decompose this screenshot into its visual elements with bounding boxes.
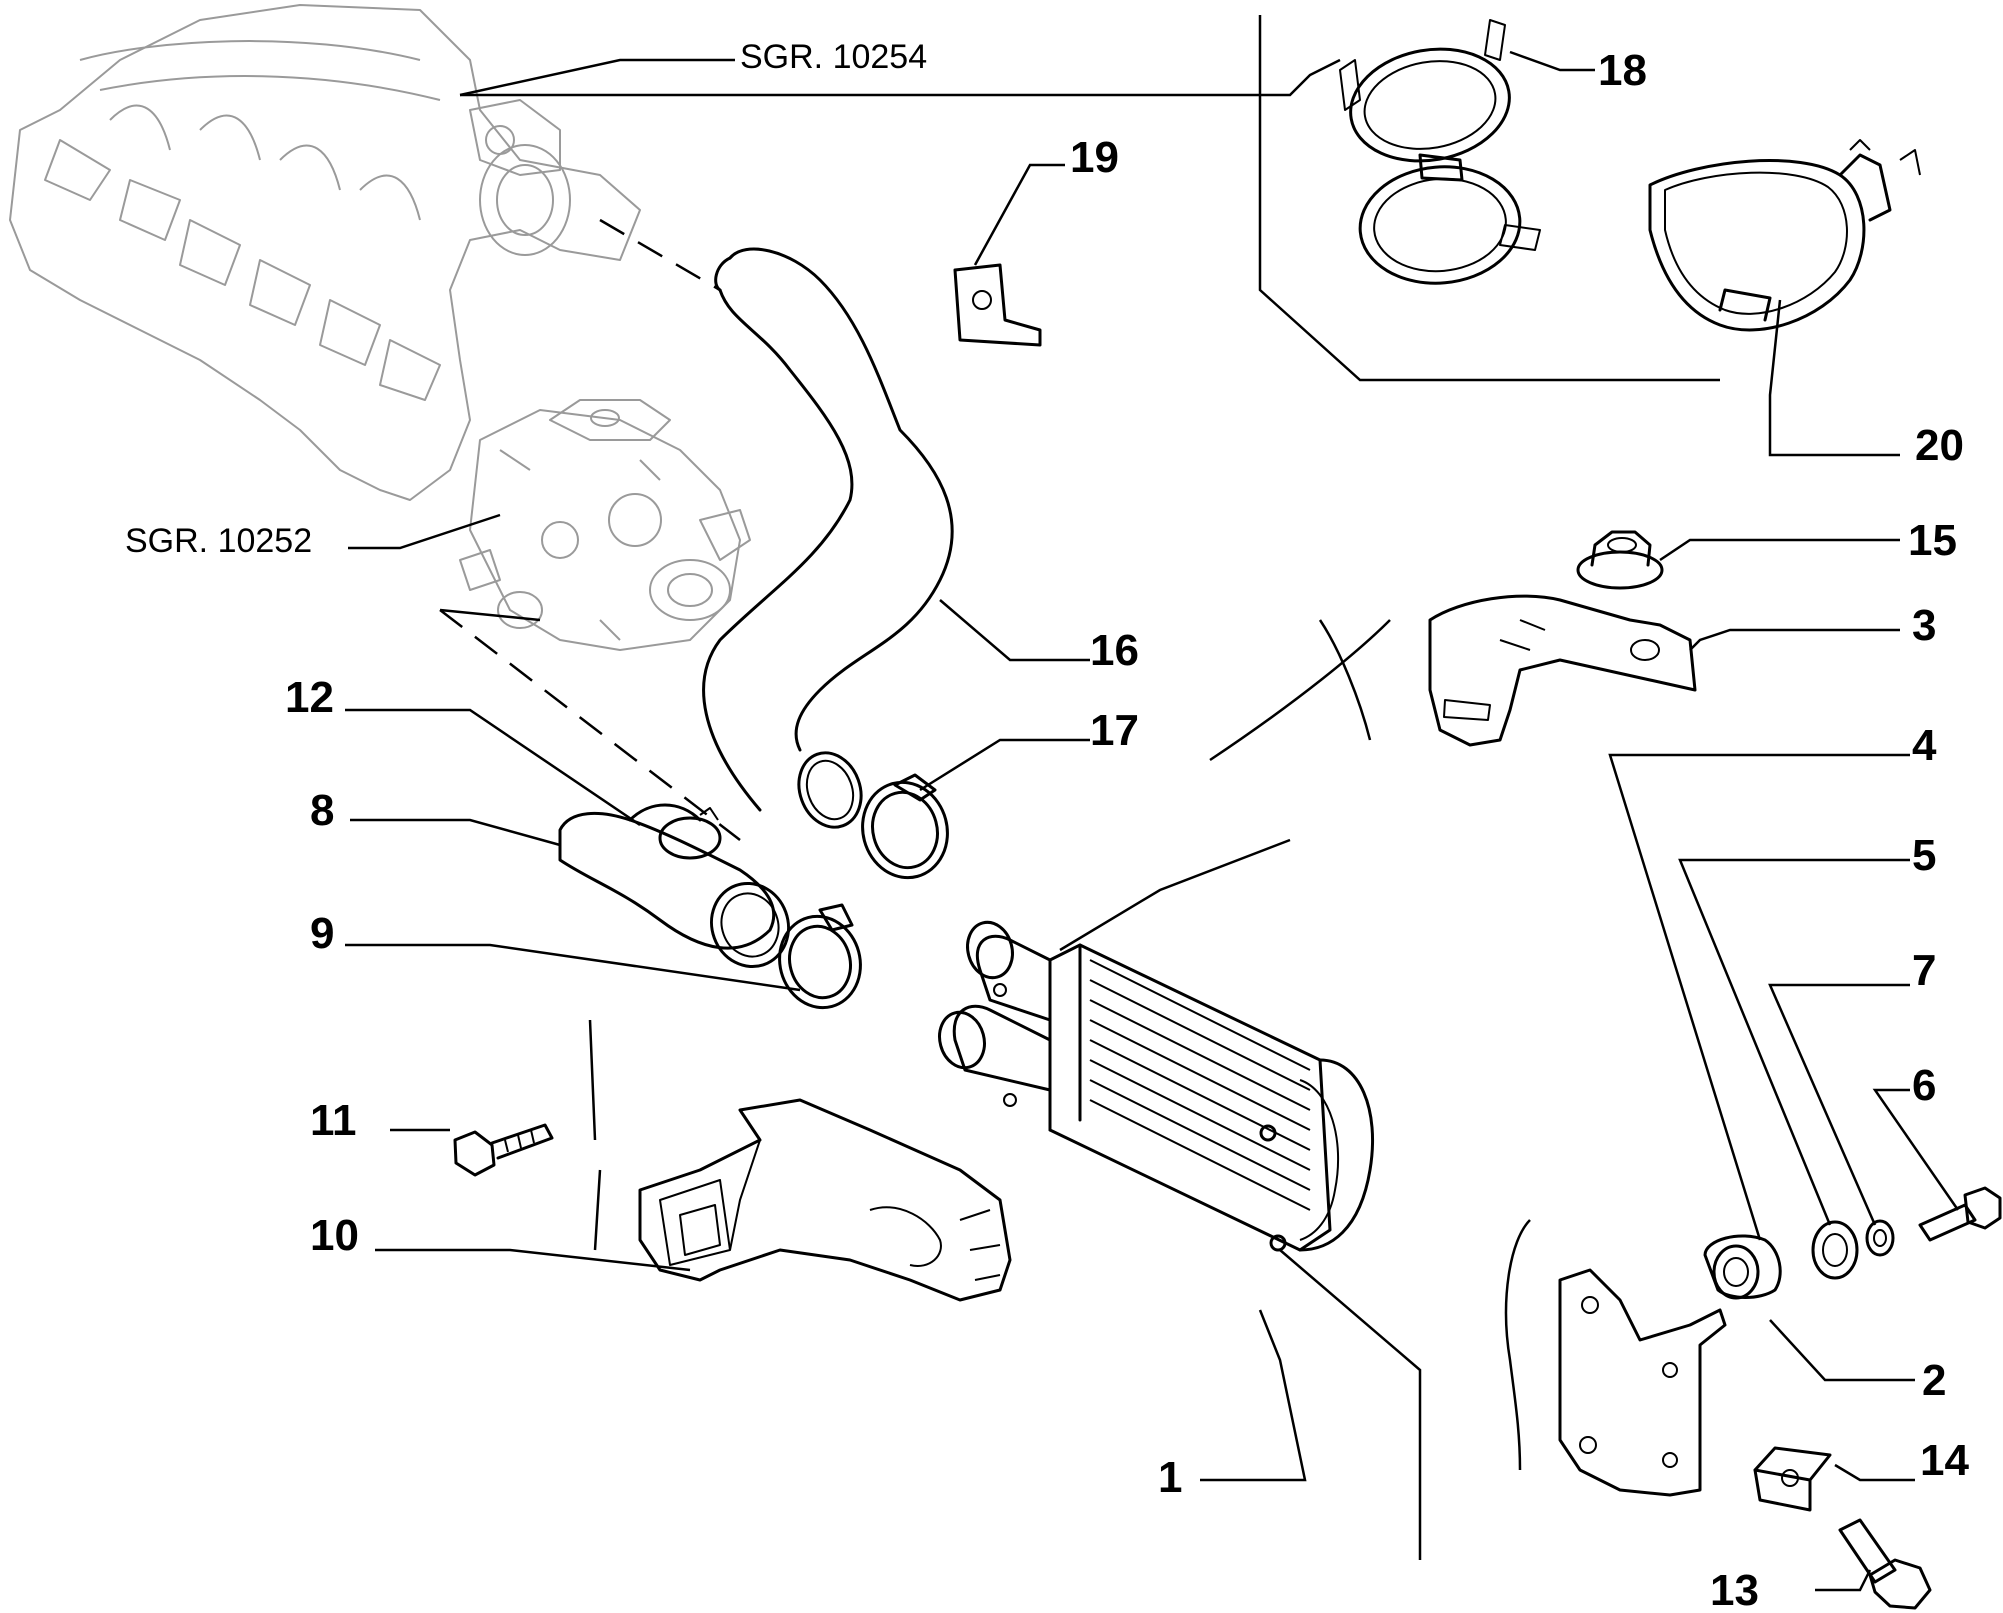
callout-3: 3: [1912, 601, 1936, 650]
hose-clamp-9: [778, 903, 862, 1010]
band-clamp-18: [1339, 19, 1541, 285]
hose-16: [702, 247, 954, 829]
callout-11: 11: [310, 1096, 357, 1145]
callout-17: 17: [1090, 706, 1139, 755]
callout-5: 5: [1912, 831, 1936, 880]
grommet-4: [1703, 1234, 1782, 1300]
alignment-lines: [439, 218, 741, 841]
callout-15: 15: [1908, 516, 1957, 565]
band-clamp-20: [1648, 139, 1921, 332]
leader-lines: [345, 50, 1960, 1592]
callout-20: 20: [1915, 421, 1964, 470]
bracket-3: [1428, 594, 1697, 747]
pipe-8: [558, 803, 790, 969]
intake-manifold-ghost: [9, 4, 641, 501]
callout-2: 2: [1922, 1356, 1946, 1405]
bolt-11: [453, 1123, 554, 1177]
flange-nut-15: [1576, 530, 1664, 590]
callout-7: 7: [1912, 946, 1936, 995]
bracket-19: [953, 263, 1042, 347]
callout-6: 6: [1912, 1061, 1936, 1110]
callout-13: 13: [1710, 1566, 1759, 1613]
ref-intake-manifold: SGR. 10254: [740, 38, 927, 76]
spacer-5: [1811, 1220, 1859, 1280]
callout-18: 18: [1598, 46, 1647, 95]
bolt-13: [1838, 1518, 1932, 1610]
callout-1: 1: [1158, 1453, 1182, 1502]
bolt-6: [1918, 1186, 2002, 1242]
callout-19: 19: [1070, 133, 1119, 182]
hose-clamp-17: [861, 773, 949, 880]
intercooler-1: [938, 920, 1375, 1252]
callout-10: 10: [310, 1211, 359, 1260]
callout-8: 8: [310, 786, 334, 835]
throttle-body-ghost: [459, 399, 751, 651]
bracket-2: [1558, 1268, 1727, 1497]
callout-4: 4: [1912, 721, 1937, 770]
clip-nut-14: [1753, 1446, 1832, 1512]
clamp-12: [658, 807, 722, 860]
callout-14: 14: [1920, 1436, 1969, 1485]
callout-12: 12: [285, 673, 334, 722]
washer-7: [1865, 1219, 1895, 1257]
ref-throttle-body: SGR. 10252: [125, 522, 312, 560]
body-outlines: [588, 15, 1720, 1471]
callout-16: 16: [1090, 626, 1139, 675]
air-duct-10: [638, 1098, 1012, 1302]
callout-9: 9: [310, 909, 334, 958]
